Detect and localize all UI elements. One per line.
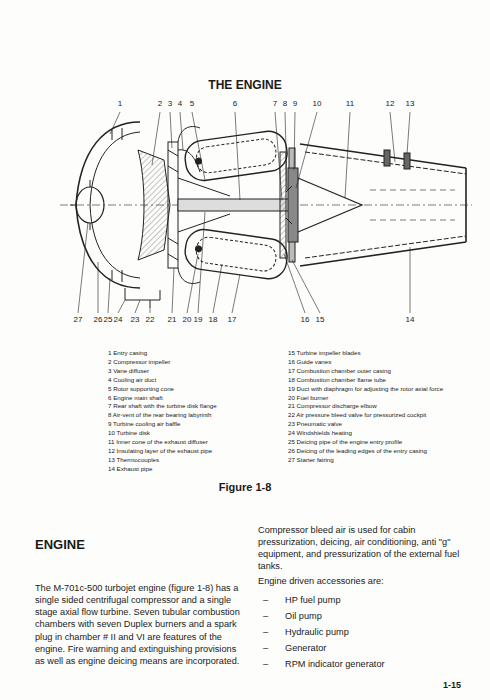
legend-line: 14 Exhaust pipe (108, 465, 152, 472)
legend-line: 2 Compressor impeller (108, 358, 170, 365)
callout-number: 7 (273, 99, 277, 109)
figure-title: THE ENGINE (208, 78, 281, 92)
callout-number: 19 (194, 315, 203, 325)
list-item: Generator (285, 643, 326, 654)
callout-number: 26 (94, 315, 103, 325)
callout-number: 27 (74, 315, 83, 325)
callout-number: 1 (118, 99, 122, 109)
callout-number: 25 (104, 315, 113, 325)
legend-line: 1 Entry casing (108, 349, 147, 356)
callout-number: 13 (406, 99, 415, 109)
list-dash: – (263, 611, 268, 622)
callout-number: 10 (313, 99, 322, 109)
legend-line: 5 Rotor supporting cone (108, 385, 174, 392)
figure-caption: Figure 1-8 (219, 481, 272, 494)
callout-number: 2 (158, 99, 162, 109)
callout-number: 24 (114, 315, 123, 325)
legend-line: 3 Vane diffuser (108, 367, 149, 374)
callout-number: 17 (228, 315, 237, 325)
legend-line: 21 Compressor discharge elbow (288, 402, 377, 409)
legend-line: 26 Deicing of the leading edges of the e… (288, 447, 427, 454)
callout-number: 23 (131, 315, 140, 325)
legend-line: 17 Combustion chamber outer casing (288, 367, 391, 374)
legend-line: 23 Pneumatic valve (288, 420, 342, 427)
callout-number: 15 (316, 315, 325, 325)
callout-number: 21 (168, 315, 177, 325)
legend-line: 13 Thermocouples (108, 456, 159, 463)
callout-number: 12 (386, 99, 395, 109)
list-item: Oil pump (285, 611, 322, 622)
callout-number: 22 (146, 315, 155, 325)
legend-line: 22 Air pressure bleed valve for pressuri… (288, 411, 426, 418)
list-item: Hydraulic pump (285, 627, 349, 638)
list-dash: – (263, 595, 268, 606)
body-paragraph: Compressor bleed air is used for cabin p… (258, 524, 463, 573)
callout-number: 8 (283, 99, 287, 109)
callout-number: 4 (178, 99, 182, 109)
legend-line: 12 Insulating layer of the exhaust pipe (108, 447, 212, 454)
legend-line: 20 Fuel burner (288, 394, 328, 401)
section-heading: ENGINE (35, 537, 85, 553)
legend-line: 18 Combustion chamber flame tube (288, 376, 386, 383)
list-dash: – (263, 643, 268, 654)
callout-number: 20 (183, 315, 192, 325)
list-dash: – (263, 659, 268, 670)
list-item: RPM indicator generator (285, 659, 385, 670)
callout-number: 3 (168, 99, 172, 109)
list-dash: – (263, 627, 268, 638)
legend-line: 24 Windshields heating (288, 429, 352, 436)
callout-number: 5 (190, 99, 194, 109)
legend-line: 25 Deicing pipe of the engine entry prof… (288, 438, 402, 445)
body-paragraph: The M-701c-500 turbojet engine (figure 1… (35, 582, 240, 667)
callout-number: 16 (301, 315, 310, 325)
body-text: Engine driven accessories are: (258, 576, 384, 587)
legend-line: 4 Cooling air duct (108, 376, 156, 383)
legend-line: 11 Inner cone of the exhaust diffuser (108, 438, 208, 445)
legend-line: 6 Engine main shaft (108, 394, 163, 401)
callout-number: 11 (346, 99, 354, 109)
callout-number: 18 (209, 315, 218, 325)
legend-line: 8 Air-vent of the rear bearing labyrinth (108, 411, 212, 418)
callout-number: 6 (233, 99, 237, 109)
legend-line: 16 Guide vanes (288, 358, 331, 365)
legend-line: 15 Turbine impeller blades (288, 349, 361, 356)
legend-line: 19 Duct with diaphragm for adjusting the… (288, 385, 443, 392)
callout-number: 14 (406, 315, 415, 325)
legend-line: 7 Rear shaft with the turbine disk flang… (108, 402, 217, 409)
legend-line: 9 Turbine cooling air baffle (108, 420, 180, 427)
legend-line: 27 Starter fairing (288, 456, 334, 463)
page-number: 1-15 (443, 680, 461, 691)
callout-number: 9 (293, 99, 297, 109)
list-item: HP fuel pump (285, 595, 341, 606)
legend-line: 10 Turbine disk (108, 429, 150, 436)
